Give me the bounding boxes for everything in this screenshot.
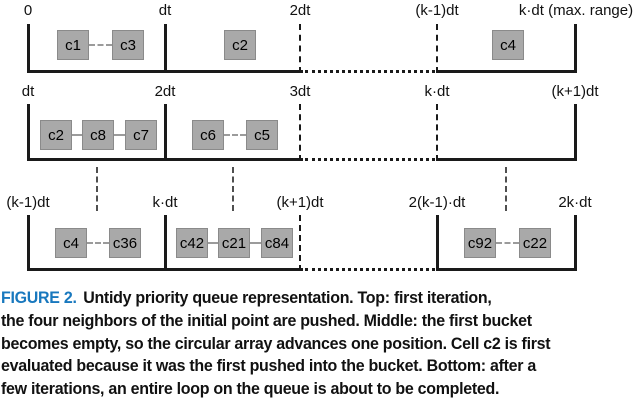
cell-link-dashes bbox=[89, 44, 112, 46]
cell-link-dashes bbox=[72, 134, 82, 136]
tick-line-dashed bbox=[436, 24, 438, 73]
axis-ellipsis bbox=[305, 268, 435, 271]
tick-label: k·dt (max. range) bbox=[518, 2, 634, 19]
tick-label: (k-1)dt bbox=[6, 194, 50, 211]
caption-text: Untidy priority queue representation. To… bbox=[83, 288, 492, 307]
tick-label: (k-1)dt bbox=[415, 2, 459, 19]
queue-cell: c22 bbox=[519, 228, 551, 258]
tick-label: 2(k-1)·dt bbox=[408, 194, 466, 211]
tick-line bbox=[574, 215, 577, 271]
queue-cell: c2 bbox=[40, 120, 72, 150]
axis-ellipsis bbox=[305, 158, 435, 161]
cell-link-dashes bbox=[114, 134, 125, 136]
tick-line bbox=[27, 215, 30, 271]
tick-label: 3dt bbox=[289, 83, 311, 100]
bucket-connector bbox=[232, 167, 234, 211]
caption-line: the four neighbors of the initial point … bbox=[1, 311, 532, 330]
cell-link-dashes bbox=[496, 242, 519, 244]
tick-label: 2k·dt bbox=[558, 194, 592, 211]
queue-cell: c2 bbox=[224, 30, 256, 60]
axis-baseline bbox=[437, 268, 577, 271]
tick-label: dt bbox=[158, 2, 172, 19]
tick-line bbox=[27, 24, 30, 73]
tick-label: k·dt bbox=[424, 83, 450, 100]
tick-line bbox=[574, 24, 577, 73]
cell-link-dashes bbox=[87, 242, 109, 244]
tick-label: (k+1)dt bbox=[551, 83, 599, 100]
tick-line bbox=[164, 24, 167, 73]
tick-line bbox=[164, 104, 167, 161]
cell-link-dashes bbox=[224, 134, 246, 136]
cell-link-dashes bbox=[250, 242, 261, 244]
tick-label: k·dt bbox=[152, 194, 178, 211]
tick-line-dashed bbox=[436, 104, 438, 161]
bucket-connector bbox=[505, 167, 507, 211]
axis-baseline bbox=[437, 158, 577, 161]
tick-label: 0 bbox=[23, 2, 33, 19]
caption-line: becomes empty, so the circular array adv… bbox=[1, 334, 551, 353]
tick-label: 2dt bbox=[154, 83, 176, 100]
bucket-connector bbox=[96, 167, 98, 211]
queue-cell: c5 bbox=[246, 120, 278, 150]
tick-label: dt bbox=[21, 83, 35, 100]
queue-cell: c84 bbox=[261, 228, 293, 258]
tick-label: 2dt bbox=[289, 2, 311, 19]
tick-line-dashed bbox=[299, 24, 301, 73]
queue-cell: c92 bbox=[464, 228, 496, 258]
queue-cell: c42 bbox=[176, 228, 208, 258]
queue-cell: c1 bbox=[57, 30, 89, 60]
axis-baseline bbox=[437, 70, 577, 73]
axis-baseline bbox=[27, 158, 303, 161]
caption-line: few iterations, an entire loop on the qu… bbox=[1, 379, 500, 398]
queue-cell: c3 bbox=[112, 30, 144, 60]
tick-line bbox=[164, 215, 167, 271]
queue-cell: c4 bbox=[55, 228, 87, 258]
tick-line-dashed bbox=[299, 215, 301, 271]
axis-ellipsis bbox=[305, 70, 435, 73]
queue-cell: c21 bbox=[218, 228, 250, 258]
queue-cell: c4 bbox=[492, 30, 524, 60]
queue-cell: c7 bbox=[125, 120, 157, 150]
cell-link-dashes bbox=[208, 242, 218, 244]
tick-line-dashed bbox=[299, 104, 301, 161]
caption-line: FIGURE 2. Untidy priority queue represent… bbox=[1, 288, 492, 308]
axis-baseline bbox=[27, 70, 303, 73]
tick-label: (k+1)dt bbox=[276, 194, 324, 211]
tick-line bbox=[436, 215, 439, 271]
queue-cell: c36 bbox=[109, 228, 141, 258]
queue-cell: c8 bbox=[82, 120, 114, 150]
queue-cell: c6 bbox=[192, 120, 224, 150]
axis-baseline bbox=[27, 268, 303, 271]
caption-line: evaluated because it was the first pushe… bbox=[1, 356, 536, 375]
figure-number: FIGURE 2. bbox=[1, 288, 77, 307]
tick-line bbox=[574, 104, 577, 161]
tick-line bbox=[27, 104, 30, 161]
